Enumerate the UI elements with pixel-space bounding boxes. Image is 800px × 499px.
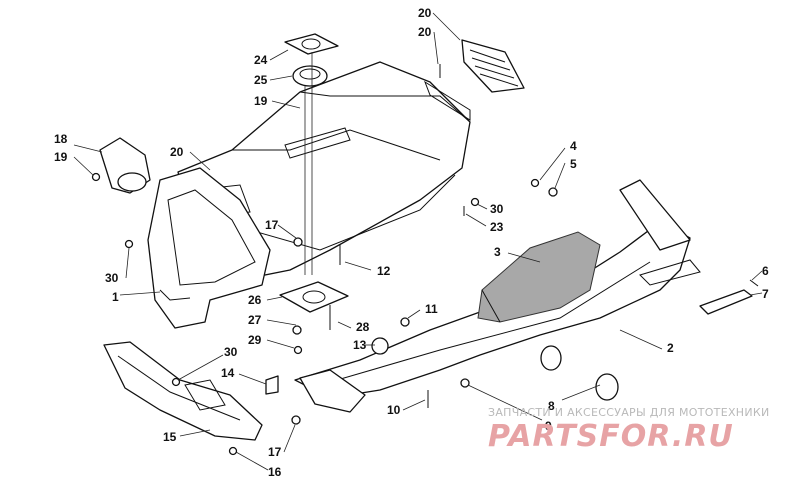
callout-28: 28 <box>356 320 370 334</box>
callout-20-lower: 20 <box>170 145 184 159</box>
callout-16: 16 <box>268 465 282 479</box>
callout-14: 14 <box>221 366 235 380</box>
callout-15: 15 <box>163 430 177 444</box>
fasteners <box>91 64 558 456</box>
callout-21: 20 <box>418 6 432 20</box>
lower-plate <box>279 281 349 313</box>
callout-22: 20 <box>418 25 432 39</box>
callout-19: 19 <box>54 150 68 164</box>
callout-30-skid: 30 <box>224 345 238 359</box>
gasket-plate <box>284 33 339 55</box>
callout-17-lower: 17 <box>268 445 282 459</box>
callout-2: 2 <box>667 341 674 355</box>
callout-23: 23 <box>490 220 504 234</box>
callout-27: 27 <box>248 313 262 327</box>
callout-9: 9 <box>545 419 552 433</box>
callout-1: 1 <box>112 290 119 304</box>
watermark-logo: PARTSFOR.RU <box>488 419 734 454</box>
insulation-pad <box>477 231 601 323</box>
callout-17-upper: 17 <box>265 218 279 232</box>
boot <box>99 137 151 194</box>
watermark: ЗАПЧАСТИ И АКСЕССУАРЫ ДЛЯ МОТОТЕХНИКИ PA… <box>488 406 770 454</box>
callout-8: 8 <box>548 399 555 413</box>
grommet <box>292 65 328 87</box>
callout-5: 5 <box>570 157 577 171</box>
callout-11: 11 <box>425 302 438 316</box>
callout-7: 7 <box>762 287 769 301</box>
callout-26: 26 <box>248 293 262 307</box>
callout-18: 18 <box>54 132 68 146</box>
reflector-plate <box>699 289 753 315</box>
callout-3: 3 <box>494 245 501 259</box>
left-side-panel <box>147 167 271 329</box>
callout-10: 10 <box>387 403 401 417</box>
callout-labels: 20 20 24 25 19 18 19 20 4 5 30 23 17 3 1… <box>54 6 769 479</box>
leader-lines <box>73 12 763 471</box>
callout-29: 29 <box>248 333 262 347</box>
vent-grille <box>461 39 525 93</box>
callout-12: 12 <box>377 264 391 278</box>
callout-25: 25 <box>254 73 268 87</box>
callout-30-right: 30 <box>490 202 504 216</box>
callout-13: 13 <box>353 338 367 352</box>
watermark-subtitle: ЗАПЧАСТИ И АКСЕССУАРЫ ДЛЯ МОТОТЕХНИКИ <box>488 406 770 419</box>
front-skid <box>103 341 263 441</box>
callout-4: 4 <box>570 139 577 153</box>
callout-30-left: 30 <box>105 271 119 285</box>
callout-20-upper: 19 <box>254 94 268 108</box>
adhesive-pad <box>749 279 759 287</box>
callout-24: 24 <box>254 53 268 67</box>
callout-6: 6 <box>762 264 769 278</box>
